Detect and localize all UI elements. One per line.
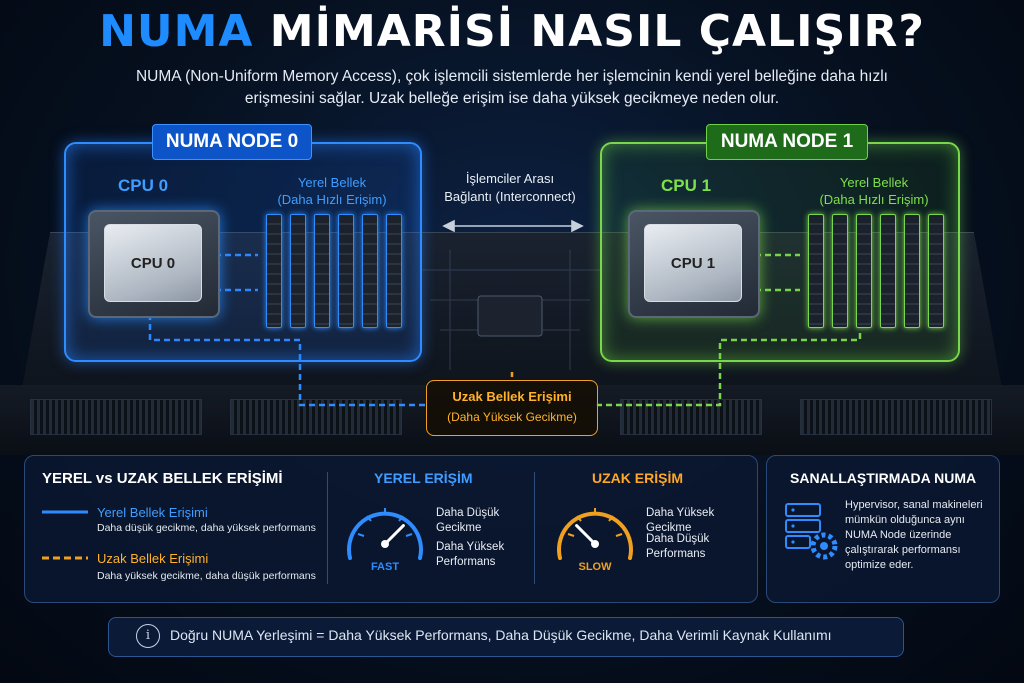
virtualization-title: SANALLAŞTIRMADA NUMA bbox=[790, 470, 977, 486]
vent-right bbox=[800, 399, 992, 435]
cpu-0-title: CPU 0 bbox=[118, 176, 169, 195]
comparison-panel bbox=[24, 455, 758, 603]
page-subtitle: NUMA (Non-Uniform Memory Access), çok iş… bbox=[135, 68, 888, 107]
cpu-1-title: CPU 1 bbox=[661, 176, 712, 195]
title-rest: MİMARİSİ NASIL ÇALIŞIR? bbox=[253, 6, 925, 57]
fast-gauge-icon: FAST bbox=[347, 508, 423, 573]
summary-bar bbox=[108, 617, 904, 657]
summary-text: Doğru NUMA Yerleşimi = Daha Yüksek Perfo… bbox=[170, 627, 832, 643]
memory-module bbox=[904, 214, 920, 328]
interconnect-label: İşlemciler Arası Bağlantı (Interconnect) bbox=[444, 171, 576, 204]
memory-module bbox=[266, 214, 282, 328]
virtualization-description: Hypervisor, sanal makineleri mümkün oldu… bbox=[845, 499, 983, 571]
legend-local-name: Yerel Bellek Erişimi bbox=[97, 505, 208, 520]
server-gear-icon bbox=[785, 503, 838, 560]
info-icon: i bbox=[136, 624, 160, 648]
virtualization-panel bbox=[766, 455, 1000, 603]
legend-remote-desc: Daha yüksek gecikme, daha düşük performa… bbox=[97, 570, 316, 582]
local-access-title: YEREL ERİŞİM bbox=[374, 470, 473, 486]
legend-remote-name: Uzak Bellek Erişimi bbox=[97, 551, 209, 566]
interconnect-arrow bbox=[442, 219, 584, 233]
remote-gauge-line-1: Daha Yüksek Gecikme bbox=[646, 507, 715, 534]
vent-left bbox=[30, 399, 202, 435]
memory-module bbox=[338, 214, 354, 328]
remote-path-right bbox=[596, 330, 862, 407]
cpu-1-chip: CPU 1 bbox=[628, 210, 760, 318]
chipset bbox=[477, 295, 543, 337]
page-title: NUMA MİMARİSİ NASIL ÇALIŞIR? bbox=[0, 6, 1024, 57]
remote-path-left bbox=[148, 314, 426, 407]
memory-0-title: Yerel Bellek (Daha Hızlı Erişim) bbox=[277, 175, 387, 207]
legend-lines bbox=[42, 510, 88, 560]
memory-module bbox=[808, 214, 824, 328]
memory-module bbox=[880, 214, 896, 328]
cpu-1-chip-label: CPU 1 bbox=[644, 224, 742, 302]
memory-module bbox=[832, 214, 848, 328]
fast-gauge-needle bbox=[383, 524, 405, 546]
slow-gauge-label: SLOW bbox=[579, 561, 613, 573]
memory-module bbox=[856, 214, 872, 328]
memory-module bbox=[314, 214, 330, 328]
legend-local-desc: Daha düşük gecikme, daha yüksek performa… bbox=[97, 522, 316, 534]
remote-access-subtitle: (Daha Yüksek Gecikme) bbox=[447, 410, 577, 424]
fast-gauge-label: FAST bbox=[371, 561, 399, 573]
cpu-0-chip: CPU 0 bbox=[88, 210, 220, 318]
title-accent: NUMA bbox=[99, 6, 254, 57]
numa-node-0-label: NUMA NODE 0 bbox=[152, 124, 312, 160]
memory-module bbox=[290, 214, 306, 328]
remote-access-callout: Uzak Bellek Erişimi (Daha Yüksek Gecikme… bbox=[426, 380, 598, 436]
local-gauge-line-1: Daha Düşük Gecikme bbox=[436, 507, 500, 534]
legend-title: YEREL vs UZAK BELLEK ERİŞİMİ bbox=[42, 470, 283, 487]
memory-module bbox=[386, 214, 402, 328]
slow-gauge-icon: SLOW bbox=[557, 508, 633, 573]
local-gauge-line-2: Daha Yüksek Performans bbox=[436, 541, 505, 568]
numa-node-1-label: NUMA NODE 1 bbox=[706, 124, 868, 160]
memory-module bbox=[928, 214, 944, 328]
vent-mid-left bbox=[230, 399, 402, 435]
remote-access-title: Uzak Bellek Erişimi bbox=[452, 389, 572, 404]
memory-module bbox=[362, 214, 378, 328]
divider bbox=[327, 472, 328, 584]
slow-gauge-needle bbox=[575, 524, 597, 546]
memory-1-title: Yerel Bellek (Daha Hızlı Erişim) bbox=[819, 175, 929, 207]
remote-gauge-line-2: Daha Düşük Performans bbox=[646, 533, 710, 560]
remote-access-gauge-title: UZAK ERİŞİM bbox=[592, 470, 683, 486]
cpu-0-chip-label: CPU 0 bbox=[104, 224, 202, 302]
divider bbox=[534, 472, 535, 584]
